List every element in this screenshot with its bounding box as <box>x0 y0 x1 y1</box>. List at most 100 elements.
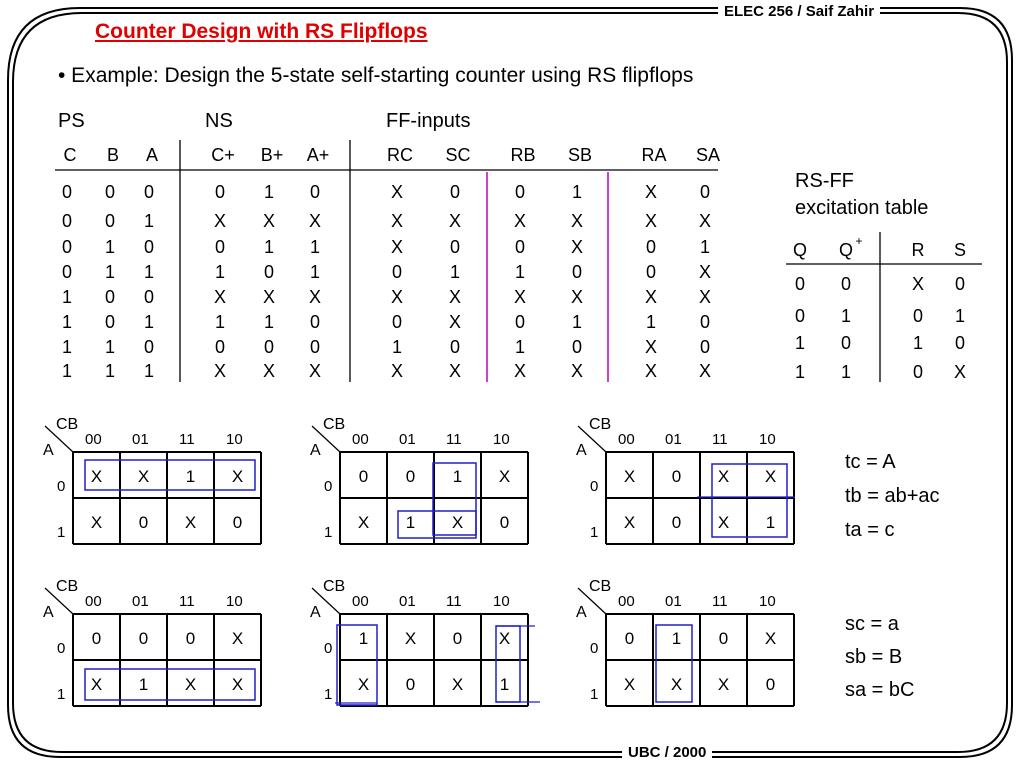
kmap-cb-label: CB <box>323 578 346 595</box>
kmap-cell: X <box>498 629 511 648</box>
kmap-cell: 0 <box>358 467 369 486</box>
table-cell: X <box>390 182 403 202</box>
column-header: RB <box>510 145 536 165</box>
table-cell: 1 <box>104 237 115 257</box>
footer-label: UBC / 2000 <box>622 744 713 761</box>
eq-sc: sc = a <box>845 613 899 635</box>
grouping-loop <box>655 624 693 703</box>
rs-table-cell: 1 <box>912 333 923 353</box>
table-cell: X <box>390 237 403 257</box>
table-cell: 0 <box>61 237 72 257</box>
kmap-cell: 1 <box>452 467 463 486</box>
kmap-cell: X <box>498 467 511 486</box>
rs-table-cell: 0 <box>840 333 851 353</box>
table-cell: 0 <box>214 182 225 202</box>
kmap-cell: X <box>717 675 730 694</box>
table-cell: 0 <box>104 182 115 202</box>
rs-table-cell: 0 <box>954 333 965 353</box>
table-cell: X <box>308 361 321 381</box>
kmap-cell: 0 <box>718 629 729 648</box>
kmap-a-label: A <box>576 604 587 621</box>
kmap-cell: X <box>90 675 103 694</box>
table-cell: X <box>698 262 711 282</box>
kmap-cb-label: CB <box>589 578 612 595</box>
table-cell: X <box>570 287 583 307</box>
table-cell: 0 <box>699 312 710 332</box>
table-cell: 1 <box>699 237 710 257</box>
kmap-col-label: 10 <box>493 593 510 610</box>
table-cell: X <box>570 237 583 257</box>
kmap-col-label: 11 <box>712 431 728 448</box>
table-cell: 0 <box>61 211 72 231</box>
kmap-row-label: 1 <box>590 686 599 703</box>
kmap-cell: 0 <box>671 467 682 486</box>
kmap-cell: 1 <box>185 467 196 486</box>
kmap-cell: X <box>717 467 730 486</box>
rs-table-cell: 0 <box>840 274 851 294</box>
table-cell: X <box>698 287 711 307</box>
rs-column-header: Q <box>792 240 807 260</box>
table-cell: X <box>513 361 526 381</box>
table-cell: X <box>513 211 526 231</box>
grouping-loop <box>432 462 477 536</box>
table-cell: 1 <box>61 337 72 357</box>
table-cell: X <box>262 211 275 231</box>
rs-table-cell: 1 <box>954 306 965 326</box>
kmap-cell: X <box>717 513 730 532</box>
table-cell: 1 <box>263 182 274 202</box>
table-cell: X <box>213 211 226 231</box>
column-header: B <box>106 145 119 165</box>
rs-table-cell: X <box>953 362 966 382</box>
table-cell: 1 <box>571 182 582 202</box>
kmap-cell: X <box>623 513 636 532</box>
table-cell: 1 <box>214 312 225 332</box>
q-plus-superscript: + <box>855 234 863 248</box>
kmap-cell: 1 <box>765 513 776 532</box>
table-cell: X <box>698 361 711 381</box>
table-cell: 1 <box>309 262 320 282</box>
kmap-cell: 0 <box>452 629 463 648</box>
table-cell: X <box>390 211 403 231</box>
table-cell: 0 <box>61 262 72 282</box>
kmap-cell: X <box>184 513 197 532</box>
kmap-cell: 0 <box>405 675 416 694</box>
grouping-loop <box>84 668 256 701</box>
kmap-col-label: 11 <box>446 431 462 448</box>
kmap-cell: X <box>357 675 370 694</box>
rs-table-cell: X <box>911 274 924 294</box>
kmap-cell: X <box>231 675 244 694</box>
table-cell: X <box>448 287 461 307</box>
kmap-row-label: 1 <box>324 686 333 703</box>
column-header: SC <box>445 145 471 165</box>
kmap-row-label: 0 <box>324 478 333 495</box>
kmap-a-label: A <box>43 442 54 459</box>
table-cell: 0 <box>391 262 402 282</box>
table-cell: 1 <box>449 262 460 282</box>
kmap-col-label: 00 <box>618 593 635 610</box>
table-cell: 1 <box>104 361 115 381</box>
table-cell: 1 <box>645 312 656 332</box>
table-cell: 1 <box>309 237 320 257</box>
column-header: RA <box>641 145 667 165</box>
kmap-col-label: 01 <box>665 593 682 610</box>
table-cell: X <box>448 211 461 231</box>
table-cell: X <box>644 337 657 357</box>
kmap-cell: 1 <box>405 513 416 532</box>
slide-title: Counter Design with RS Flipflops <box>95 20 428 43</box>
table-cell: 0 <box>263 262 274 282</box>
kmap-cell: X <box>137 467 150 486</box>
kmap-row-label: 0 <box>57 640 66 657</box>
table-cell: 1 <box>214 262 225 282</box>
kmap-col-label: 00 <box>352 593 369 610</box>
column-header: SA <box>695 145 720 165</box>
table-cell: X <box>390 361 403 381</box>
table-cell: X <box>570 211 583 231</box>
table-cell: X <box>390 287 403 307</box>
table-cell: 1 <box>143 262 154 282</box>
rs-table-subtitle: excitation table <box>795 197 929 219</box>
kmap-col-label: 10 <box>226 593 243 610</box>
eq-sb: sb = B <box>845 646 903 668</box>
table-cell: 0 <box>449 237 460 257</box>
kmap-cell: 0 <box>138 513 149 532</box>
table-cell: X <box>570 361 583 381</box>
